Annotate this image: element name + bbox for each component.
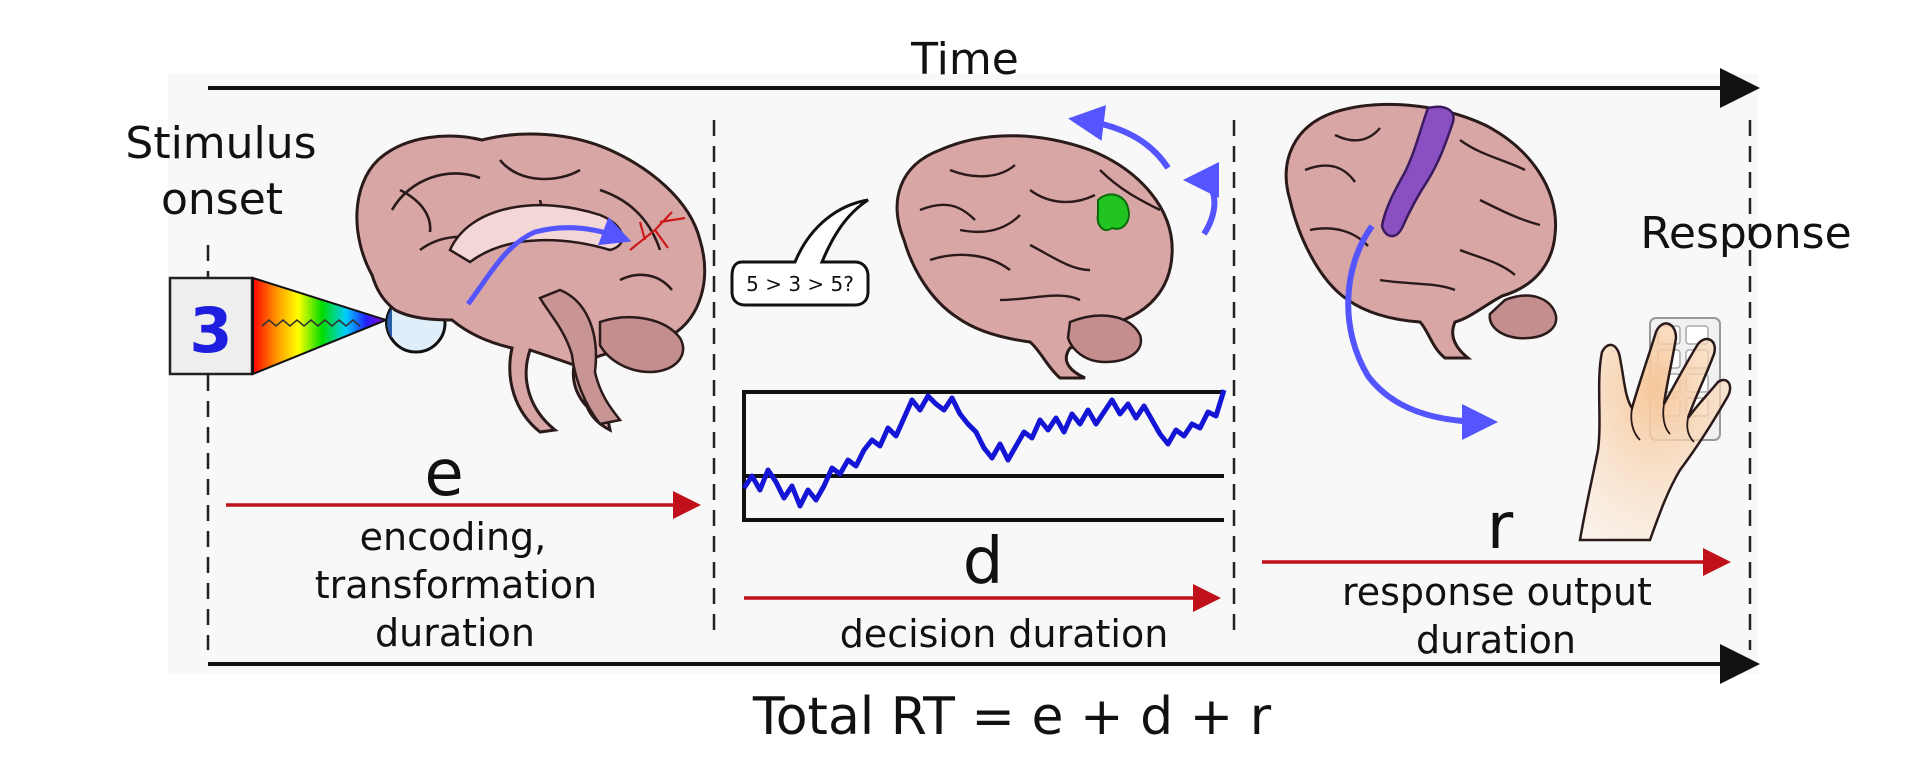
feedback-arrow-side bbox=[1183, 162, 1220, 236]
stage-e-symbol: e bbox=[424, 437, 463, 511]
random-walk-path bbox=[741, 389, 1227, 509]
stage-r-desc-line1: response output bbox=[1342, 570, 1652, 614]
stimulus-label-line1: Stimulus bbox=[125, 118, 316, 169]
stage-e-desc-line2: transformation bbox=[315, 563, 597, 607]
stage-r-symbol: r bbox=[1487, 490, 1514, 564]
hand-icon bbox=[1578, 322, 1732, 542]
stimulus-onset-label: Stimulus onset bbox=[125, 118, 330, 225]
evidence-accumulation-plot bbox=[741, 389, 1227, 522]
thought-bubble-text: 5 > 3 > 5? bbox=[746, 272, 854, 296]
time-label: Time bbox=[910, 34, 1019, 85]
stage-d-symbol: d bbox=[963, 525, 1004, 599]
spectrum-cone-icon bbox=[252, 276, 389, 376]
stimulus-label-line2: onset bbox=[161, 174, 283, 225]
stage-d-description: decision duration bbox=[840, 612, 1169, 656]
motor-output-arrow bbox=[1345, 224, 1498, 440]
stage-r-desc-line2: duration bbox=[1416, 618, 1576, 662]
brain-sagittal-icon bbox=[355, 132, 707, 434]
stimulus-digit: 3 bbox=[189, 294, 232, 367]
stage-e-desc-line3: duration bbox=[375, 611, 535, 655]
stage-e-desc-line1: encoding, bbox=[360, 515, 547, 559]
stage-r-description: response output duration bbox=[1342, 570, 1664, 662]
brain-motor-icon bbox=[1284, 102, 1558, 360]
speech-bubble-icon bbox=[730, 198, 870, 307]
response-label: Response bbox=[1640, 208, 1851, 259]
feedback-arrow-top bbox=[1068, 105, 1171, 170]
brain-lateral-icon bbox=[895, 134, 1174, 380]
stage-e-description: encoding, transformation duration bbox=[315, 515, 609, 655]
total-rt-label: Total RT = e + d + r bbox=[752, 687, 1272, 747]
stimulus-card bbox=[168, 276, 254, 376]
